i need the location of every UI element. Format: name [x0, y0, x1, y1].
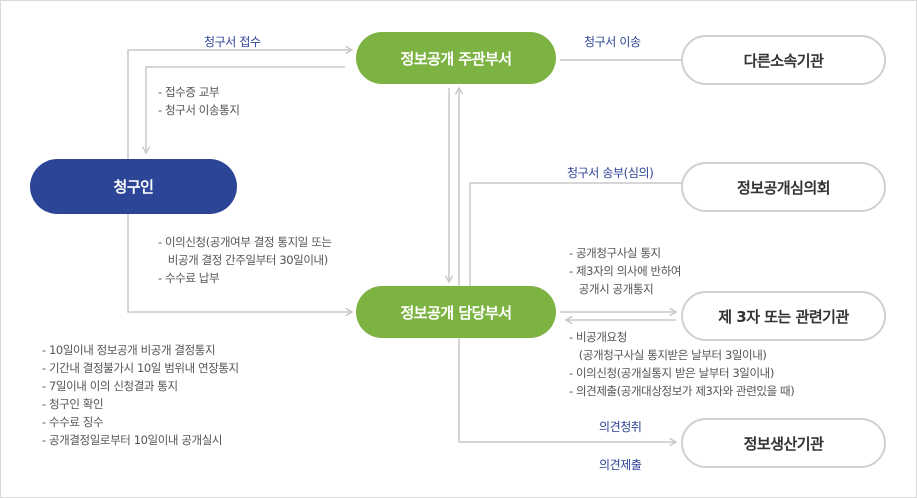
note-line: - 의견제출(공개대상정보가 제3자와 관련있을 때) — [569, 384, 795, 398]
edge-requester-to-main — [127, 45, 354, 160]
edge-handling-to-committee — [469, 182, 682, 286]
note-line: - 공개청구사실 통지 — [569, 246, 661, 260]
note-line: - 공개결정일로부터 10일이내 공개실시 — [42, 433, 223, 447]
note-line: - 비공개요청 — [569, 330, 627, 344]
note-line: - 수수료 납부 — [158, 271, 220, 285]
node-producer: 정보생산기관 — [681, 418, 886, 468]
node-third-party: 제 3자 또는 관련기관 — [681, 291, 886, 341]
note-handling-tasks: - 10일이내 정보공개 비공개 결정통지 - 기간내 결정불가시 10일 범위… — [42, 341, 239, 449]
note-line: - 접수증 교부 — [158, 85, 220, 99]
label-request-receipt: 청구서 접수 — [204, 35, 261, 49]
label-request-transfer: 청구서 이송 — [584, 35, 641, 49]
edge-handling-to-producer — [458, 336, 678, 447]
note-line: - 청구서 이송통지 — [158, 103, 240, 117]
note-to-third-party: - 공개청구사실 통지 - 제3자의 의사에 반하여 공개시 공개통지 — [569, 244, 681, 298]
label-opinion-submit: 의견제출 — [599, 458, 642, 472]
note-objection: - 이의신청(공개여부 결정 통지일 또는 비공개 결정 간주일부터 30일이내… — [158, 233, 332, 287]
node-committee: 정보공개심의회 — [681, 162, 886, 212]
note-line: (공개청구사실 통지받은 날부터 3일이내) — [569, 348, 767, 362]
note-line: - 이의신청(공개여부 결정 통지일 또는 — [158, 235, 332, 249]
note-line: - 제3자의 의사에 반하여 — [569, 264, 682, 278]
note-line: 비공개 결정 간주일부터 30일이내) — [158, 253, 328, 267]
edge-main-to-requester — [141, 66, 345, 155]
note-line: - 7일이내 이의 신청결과 통지 — [42, 379, 178, 393]
note-line: - 기간내 결정불가시 10일 범위내 연장통지 — [42, 361, 239, 375]
note-line: 공개시 공개통지 — [569, 282, 654, 296]
label-request-send: 청구서 송부(심의) — [567, 166, 654, 180]
note-to-requester: - 접수증 교부 - 청구서 이송통지 — [158, 83, 240, 119]
node-other-agency: 다른소속기관 — [681, 35, 886, 85]
note-line: - 청구인 확인 — [42, 397, 104, 411]
note-from-third-party: - 비공개요청 (공개청구사실 통지받은 날부터 3일이내) - 이의신청(공개… — [569, 328, 795, 400]
note-line: - 수수료 징수 — [42, 415, 104, 429]
note-line: - 이의신청(공개실통지 받은 날부터 3일이내) — [569, 366, 774, 380]
node-handling-dept: 정보공개 담당부서 — [356, 286, 556, 338]
label-opinion-request: 의견청취 — [599, 420, 642, 434]
edge-requester-to-handling — [127, 214, 354, 317]
node-requester: 청구인 — [30, 159, 237, 214]
node-main-dept: 정보공개 주관부서 — [356, 32, 556, 84]
note-line: - 10일이내 정보공개 비공개 결정통지 — [42, 343, 216, 357]
